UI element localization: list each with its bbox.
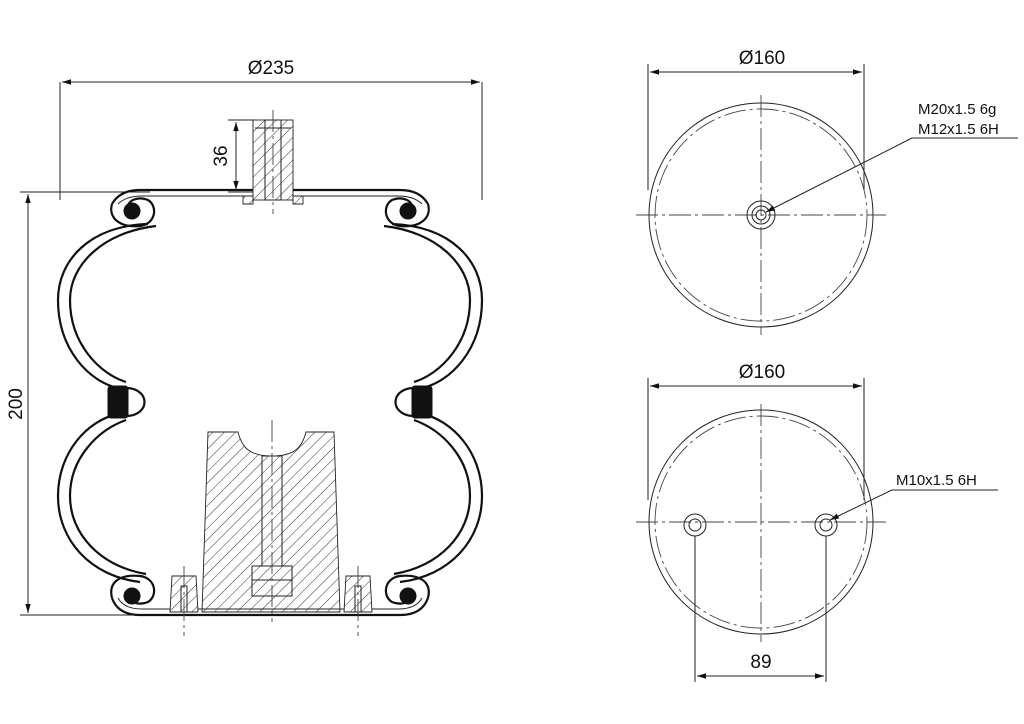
top-bead-left: [110, 197, 156, 228]
bolt-spacing-label: 89: [750, 652, 771, 673]
bottom-bead-left: [110, 574, 156, 605]
stud-height-dimension-label: 36: [211, 145, 232, 166]
thread-inner-label: M12x1.5 6H: [918, 121, 999, 138]
girdle-ring-right: [394, 385, 433, 419]
top-bead-right: [384, 197, 430, 228]
bottom-thread-label: M10x1.5 6H: [896, 472, 977, 489]
bottom-bead-right: [384, 574, 430, 605]
bolt-spacing-dimension: 89: [697, 652, 824, 679]
width-dimension-label: Ø235: [248, 58, 294, 79]
stud-height-dimension: 36: [211, 119, 256, 193]
width-dimension: Ø235: [59, 58, 483, 200]
thread-outer-label: M20x1.5 6g: [918, 101, 996, 118]
bottom-stud-hole-right: [814, 513, 838, 682]
top-view-diameter-dimension: Ø160: [647, 48, 865, 190]
bellows: [56, 222, 484, 584]
top-stud-hole: [746, 200, 776, 230]
side-view: Ø235 200 36: [6, 58, 484, 636]
bottom-thread-callout: M10x1.5 6H: [829, 472, 998, 521]
bottom-stud-hole-left: [683, 513, 707, 682]
bottom-stud-left: [169, 566, 199, 636]
top-stud: [242, 110, 304, 214]
bottom-view: Ø160 M10x1.5 6H 89: [636, 362, 998, 682]
height-dimension-label: 200: [6, 388, 27, 420]
top-view-diameter-label: Ø160: [739, 48, 785, 69]
bumper: [201, 420, 341, 622]
top-view: Ø160 M20x1.5 6g M12x1.5 6H: [636, 48, 1018, 335]
bottom-view-diameter-dimension: Ø160: [647, 362, 865, 500]
girdle-ring-left: [107, 385, 146, 419]
bottom-stud-right: [343, 566, 373, 636]
bottom-view-diameter-label: Ø160: [739, 362, 785, 383]
top-thread-callout: M20x1.5 6g M12x1.5 6H: [765, 101, 1018, 213]
bottom-plate: [110, 597, 430, 617]
